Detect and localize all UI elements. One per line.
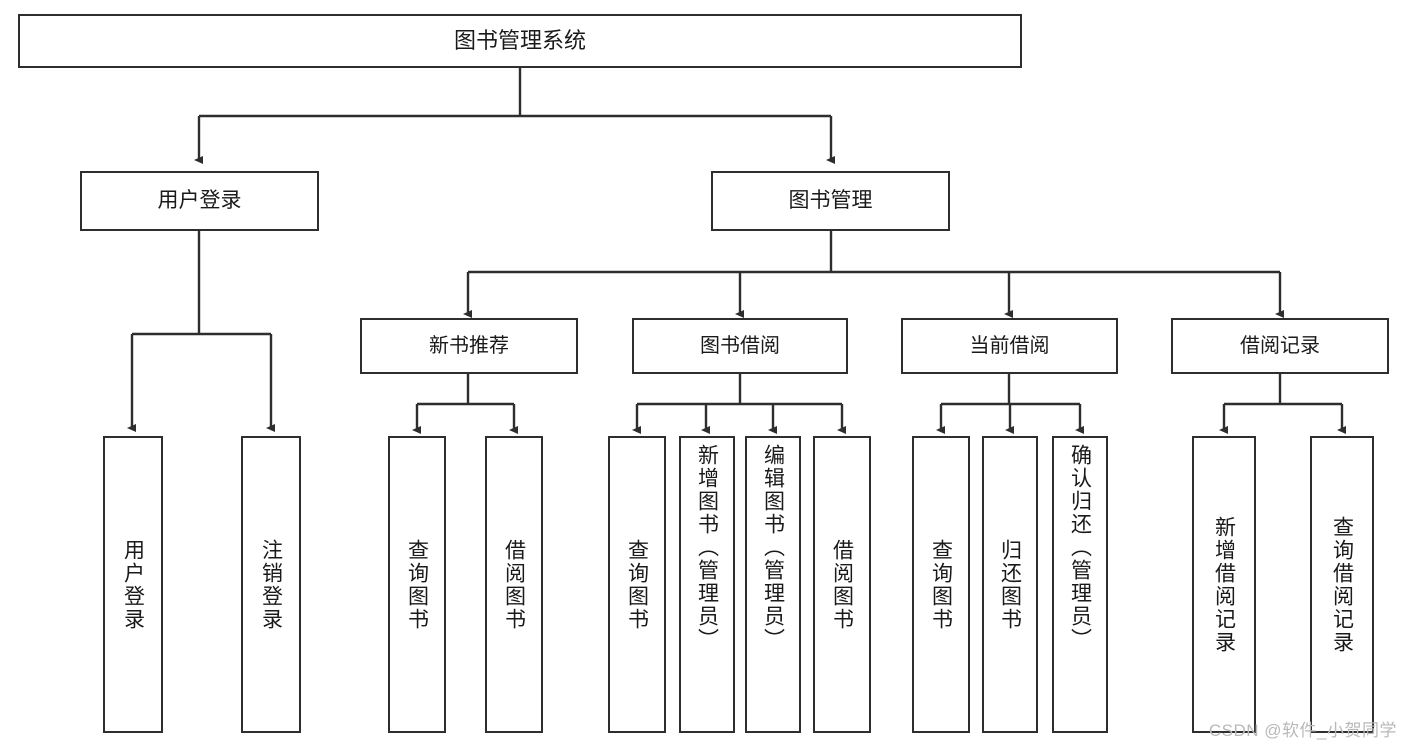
- node-label: 编辑图书（管理员）: [761, 444, 785, 651]
- node-label: 确认归还（管理员）: [1068, 444, 1092, 651]
- node-borrow-record[interactable]: 借阅记录: [1171, 318, 1389, 374]
- watermark: CSDN @软件_小贺同学: [1208, 721, 1397, 740]
- leaf-user-login[interactable]: 用户登录: [103, 436, 163, 733]
- leaf-query-book-current[interactable]: 查询图书: [912, 436, 970, 733]
- node-label: 查询图书: [929, 538, 953, 631]
- node-label: 图书借阅: [700, 334, 780, 357]
- node-label: 新增图书（管理员）: [695, 444, 719, 651]
- node-book-management[interactable]: 图书管理: [711, 171, 950, 231]
- node-new-book-recommend[interactable]: 新书推荐: [360, 318, 578, 374]
- node-label: 查询图书: [405, 538, 429, 631]
- node-label: 借阅图书: [830, 538, 854, 631]
- node-label: 查询借阅记录: [1330, 515, 1354, 654]
- leaf-query-book-recommend[interactable]: 查询图书: [388, 436, 446, 733]
- leaf-return-book[interactable]: 归还图书: [982, 436, 1038, 733]
- node-label: 借阅记录: [1240, 334, 1320, 357]
- node-book-borrow[interactable]: 图书借阅: [632, 318, 848, 374]
- leaf-borrow-book[interactable]: 借阅图书: [813, 436, 871, 733]
- leaf-confirm-return-admin[interactable]: 确认归还（管理员）: [1052, 436, 1108, 733]
- node-label: 用户登录: [121, 538, 145, 631]
- node-label: 新增借阅记录: [1212, 515, 1236, 654]
- leaf-add-borrow-record[interactable]: 新增借阅记录: [1192, 436, 1256, 733]
- leaf-edit-book-admin[interactable]: 编辑图书（管理员）: [745, 436, 801, 733]
- leaf-borrow-book-recommend[interactable]: 借阅图书: [485, 436, 543, 733]
- node-label: 注销登录: [259, 538, 283, 631]
- node-user-login[interactable]: 用户登录: [80, 171, 319, 231]
- node-label: 查询图书: [625, 538, 649, 631]
- node-label: 当前借阅: [969, 334, 1050, 357]
- node-label: 归还图书: [998, 538, 1022, 631]
- leaf-add-book-admin[interactable]: 新增图书（管理员）: [679, 436, 735, 733]
- leaf-query-borrow-record[interactable]: 查询借阅记录: [1310, 436, 1374, 733]
- node-label: 新书推荐: [429, 334, 509, 357]
- node-label: 借阅图书: [502, 538, 526, 631]
- node-root-system[interactable]: 图书管理系统: [18, 14, 1022, 68]
- node-current-borrow[interactable]: 当前借阅: [901, 318, 1118, 374]
- leaf-user-logout[interactable]: 注销登录: [241, 436, 301, 733]
- leaf-query-book-borrow[interactable]: 查询图书: [608, 436, 666, 733]
- node-label: 用户登录: [157, 188, 242, 212]
- node-label: 图书管理: [788, 188, 873, 212]
- node-label: 图书管理系统: [453, 28, 586, 54]
